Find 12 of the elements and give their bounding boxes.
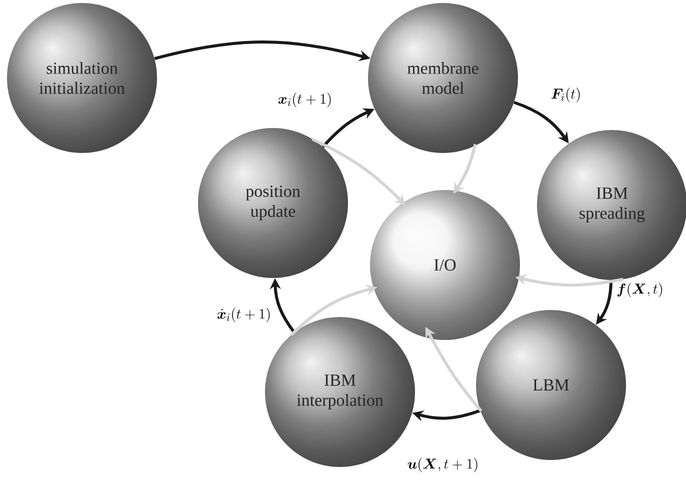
edge-label: $\boldsymbol{u}(\boldsymbol{X},t+1)$ [406, 456, 480, 474]
sphere: IBM interpolation [296, 374, 384, 410]
edge-label: $\boldsymbol{f}(\boldsymbol{X},t)$ [616, 282, 664, 298]
edge-label: $\dot{\boldsymbol{x}}_i(t+1)$ [216, 306, 272, 324]
sphere: LBM [533, 379, 569, 391]
sphere: position update [246, 186, 300, 220]
sphere: simulation initialization [39, 62, 125, 94]
sphere: I/O [434, 259, 456, 271]
sphere: membrane model [408, 62, 478, 94]
edge-label: $\boldsymbol{x}_i(t+1)$ [276, 92, 334, 108]
sphere: IBM spreading [580, 188, 645, 222]
edge-label: $\boldsymbol{F}_i(t)$ [550, 86, 582, 104]
